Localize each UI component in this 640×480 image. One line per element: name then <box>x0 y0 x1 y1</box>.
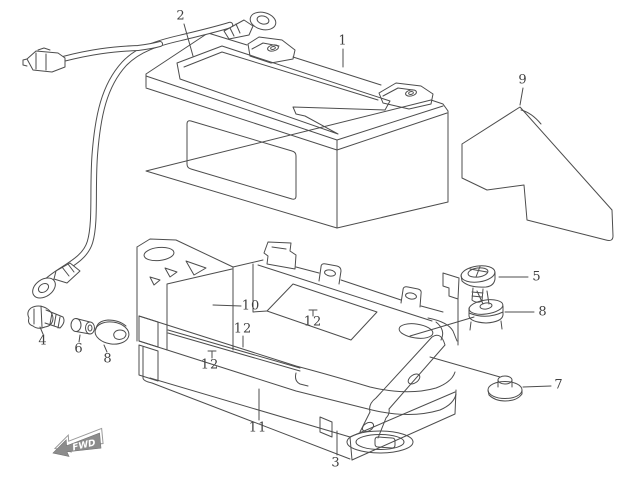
battery-cable-illustration <box>22 11 277 299</box>
grommet-8-right-illustration <box>468 290 504 331</box>
bolt-5-illustration <box>460 265 496 303</box>
fwd-arrow-shape <box>52 432 102 457</box>
grommet-8-left-illustration <box>94 319 130 345</box>
callout-part-1: 1 <box>338 33 348 49</box>
bolt-4-illustration <box>27 305 65 329</box>
callout-part-8-left: 8 <box>103 351 113 367</box>
fwd-arrow: FWD <box>52 427 104 457</box>
callout-part-11: 11 <box>248 420 268 436</box>
callout-part-2: 2 <box>176 8 186 24</box>
holder-illustration <box>346 334 446 454</box>
callout-part-9: 9 <box>518 72 528 88</box>
grommet-7-illustration <box>487 375 523 402</box>
cover-illustration <box>461 106 614 241</box>
callout-part-12b: 12 <box>233 321 253 337</box>
callout-part-3: 3 <box>331 455 341 471</box>
spacer-6-illustration <box>70 318 95 335</box>
callout-part-12a: 12 <box>303 314 323 330</box>
callout-part-5: 5 <box>532 269 542 285</box>
callout-part-10: 10 <box>241 298 261 314</box>
leader-lines <box>39 23 552 456</box>
battery-illustration <box>145 32 449 229</box>
callout-part-7: 7 <box>554 377 564 393</box>
callout-part-12c: 12 <box>200 357 220 373</box>
callout-part-4: 4 <box>38 333 48 349</box>
callout-part-6: 6 <box>74 341 84 357</box>
tray-illustration <box>136 238 460 461</box>
callout-part-8-right: 8 <box>538 304 548 320</box>
